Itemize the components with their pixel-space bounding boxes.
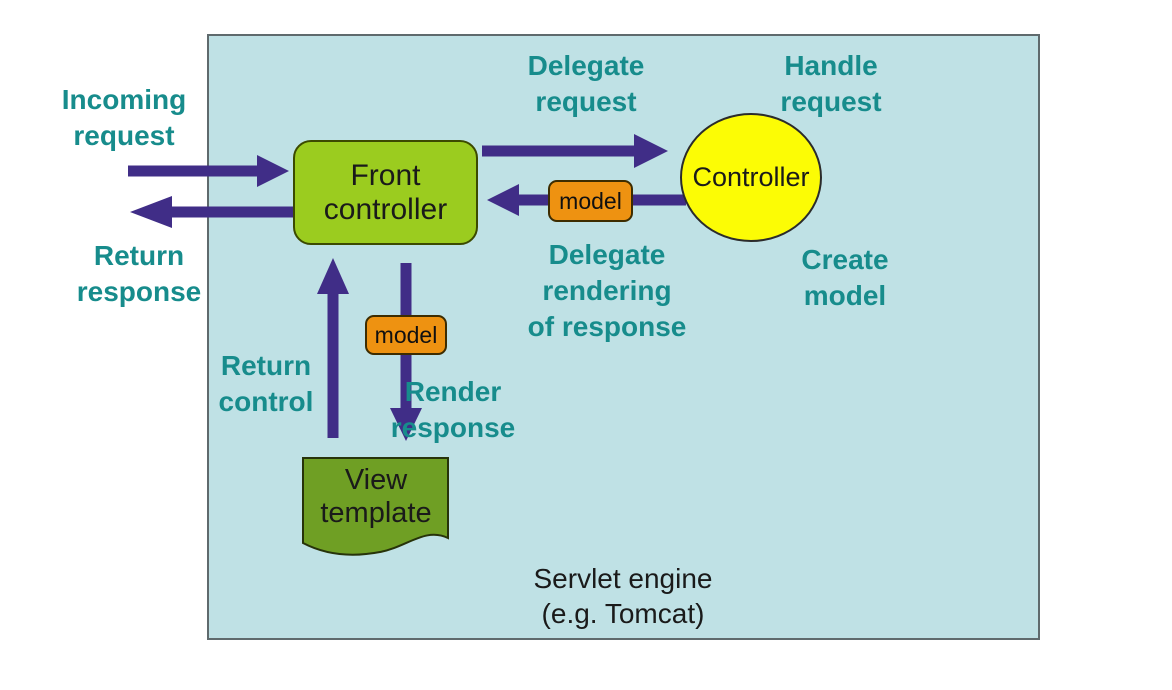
label-return-control: Return control — [218, 350, 314, 417]
model-box-top: model — [548, 180, 633, 222]
label-delegate-rendering: Delegate rendering of response — [527, 239, 687, 342]
label-incoming-request: Incoming request — [61, 84, 187, 151]
label-render-response: Render response — [390, 376, 516, 443]
label-handle-request: Handle request — [780, 50, 882, 117]
view-template-label-line2: template — [320, 497, 432, 529]
view-template-shape — [302, 457, 449, 556]
model-bottom-label: model — [374, 321, 438, 348]
label-delegate-request: Delegate request — [527, 50, 645, 117]
front-controller-label-line1: Front — [350, 158, 421, 192]
controller-label: Controller — [692, 162, 810, 192]
model-top-label: model — [559, 187, 622, 214]
front-controller-node: Front controller — [293, 140, 478, 245]
view-template-label-line1: View — [344, 464, 408, 496]
view-template-node: View template — [303, 464, 449, 530]
label-return-response: Return response — [76, 240, 202, 307]
controller-node: Controller — [680, 113, 822, 242]
model-box-bottom: model — [365, 315, 447, 355]
front-controller-label-line2: controller — [323, 192, 448, 226]
label-servlet-engine: Servlet engine (e.g. Tomcat) — [533, 563, 713, 629]
label-create-model: Create model — [801, 244, 889, 311]
